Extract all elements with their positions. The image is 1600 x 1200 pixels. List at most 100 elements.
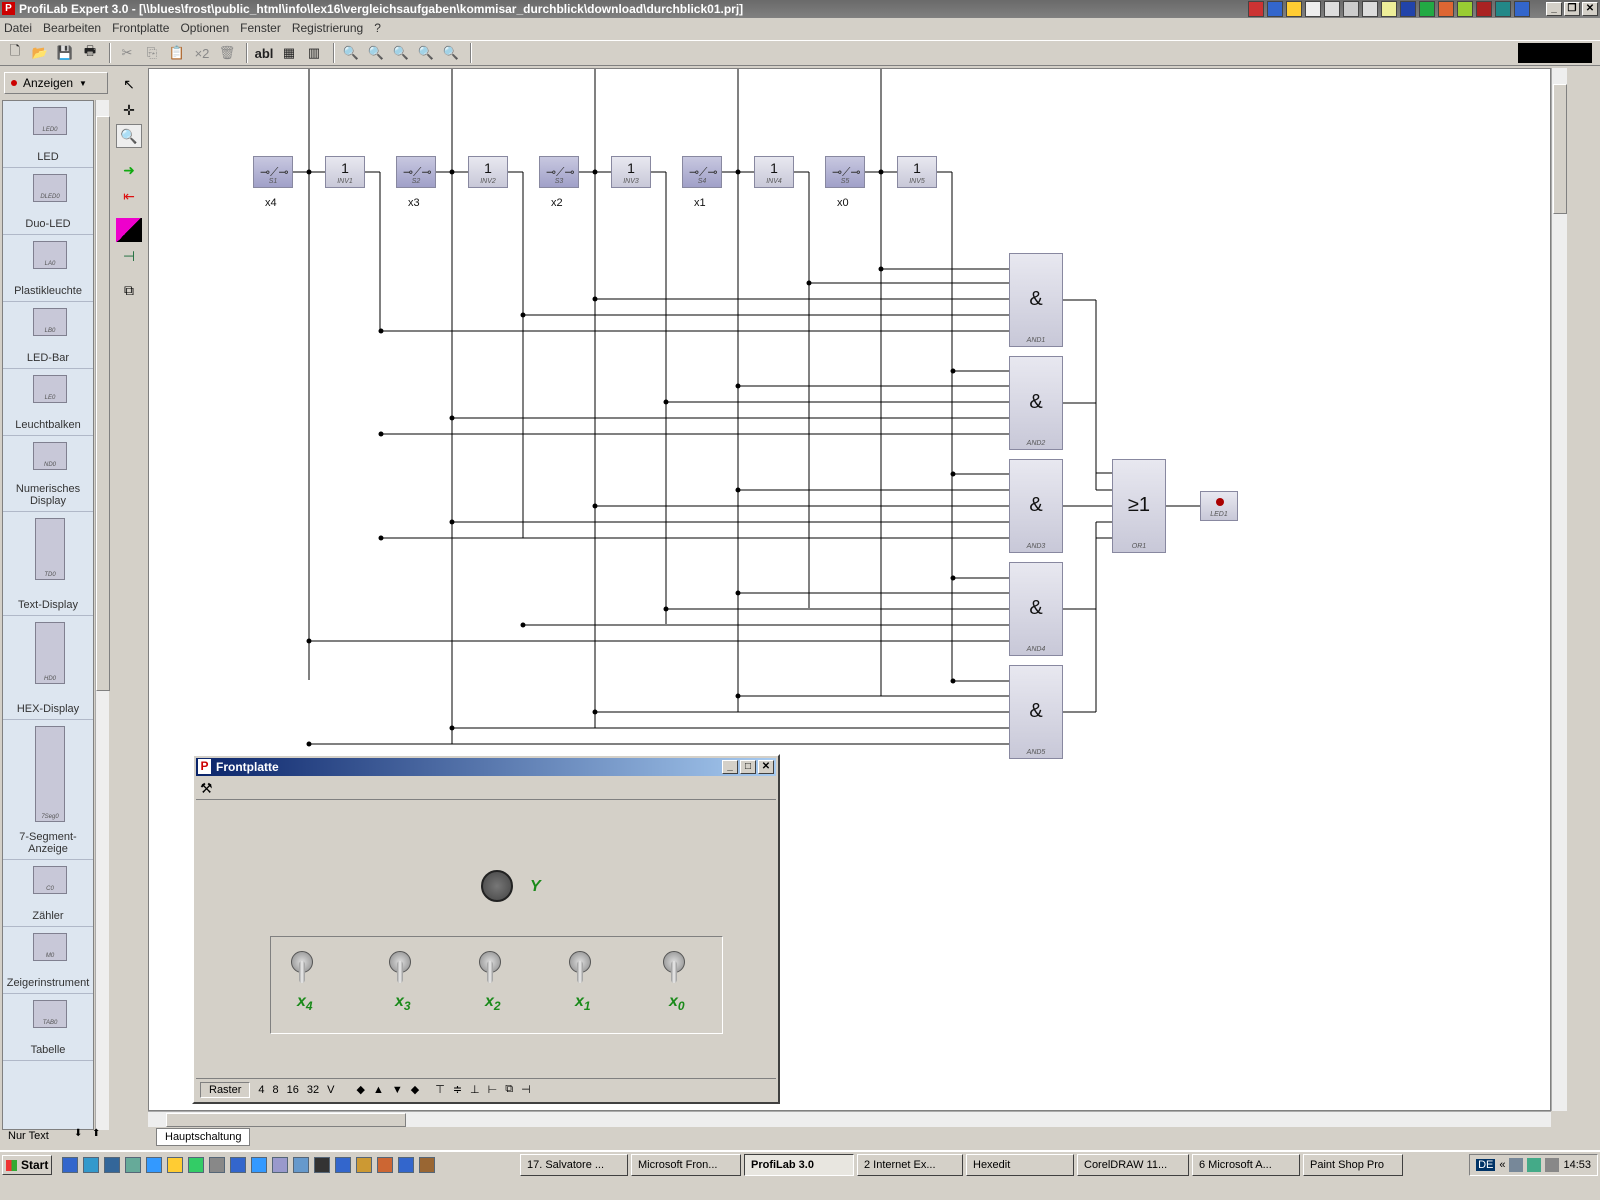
cut-icon[interactable]: ✂	[121, 45, 133, 60]
raster-8[interactable]: 8	[272, 1083, 279, 1096]
shortcut-icon[interactable]	[1362, 1, 1378, 17]
output-led[interactable]: LED1	[1200, 491, 1238, 521]
switch-view-icon[interactable]: ⧉	[124, 281, 134, 298]
category-dropdown[interactable]: Anzeigen ▼	[4, 72, 108, 94]
quick-launch-icon[interactable]	[377, 1157, 393, 1173]
raster-v[interactable]: V	[327, 1083, 335, 1096]
tray-icon[interactable]	[1527, 1158, 1542, 1172]
vertical-scrollbar[interactable]	[1551, 68, 1567, 1111]
text-tool-button[interactable]: abl	[254, 45, 274, 61]
menu-frontplatte[interactable]: Frontplatte	[112, 21, 170, 35]
print-icon[interactable]: 🖶	[83, 43, 97, 58]
stop-icon[interactable]: ⇤	[123, 187, 135, 204]
toggle-switch[interactable]	[569, 951, 591, 987]
minimize-button[interactable]: _	[1546, 2, 1562, 16]
menu-bearbeiten[interactable]: Bearbeiten	[43, 21, 102, 35]
arrow-left-icon[interactable]: ◆	[356, 1084, 365, 1096]
taskbar-button[interactable]: CorelDRAW 11...	[1077, 1154, 1189, 1176]
language-indicator[interactable]: DE	[1476, 1159, 1496, 1171]
quick-launch-icon[interactable]	[146, 1157, 162, 1173]
scroll-thumb[interactable]	[96, 116, 110, 691]
taskbar-button[interactable]: Microsoft Fron...	[631, 1154, 741, 1176]
raster-16[interactable]: 16	[286, 1083, 299, 1096]
save-icon[interactable]: 💾	[56, 45, 74, 60]
align-right-icon[interactable]: ⊣	[521, 1084, 531, 1096]
and-gate-and1[interactable]: &AND1	[1009, 253, 1063, 347]
and-gate-and4[interactable]: &AND4	[1009, 562, 1063, 656]
shortcut-icon[interactable]	[1381, 1, 1397, 17]
shortcut-icon[interactable]	[1324, 1, 1340, 17]
access-icon[interactable]	[1476, 1, 1492, 17]
tab-hauptschaltung[interactable]: Hauptschaltung	[156, 1128, 251, 1146]
quick-launch-icon[interactable]	[83, 1157, 99, 1173]
taskbar-button[interactable]: ProfiLab 3.0	[744, 1154, 854, 1176]
shortcut-icon[interactable]	[1514, 1, 1530, 17]
quick-launch-icon[interactable]	[230, 1157, 246, 1173]
taskbar-button[interactable]: 2 Internet Ex...	[857, 1154, 963, 1176]
zoom-in-icon[interactable]: 🔍	[342, 45, 360, 60]
quick-launch-icon[interactable]	[209, 1157, 225, 1173]
raster-32[interactable]: 32	[306, 1083, 320, 1096]
and-gate-and3[interactable]: &AND3	[1009, 459, 1063, 553]
powerpoint-icon[interactable]	[1438, 1, 1454, 17]
tray-arrow-icon[interactable]: «	[1499, 1159, 1506, 1171]
start-button[interactable]: Start	[2, 1155, 52, 1175]
magnifier-icon[interactable]: 🔍	[116, 124, 142, 148]
zoom-reset-icon[interactable]: 🔍	[442, 45, 460, 60]
quick-launch-icon[interactable]	[251, 1157, 267, 1173]
close-button[interactable]: ✕	[758, 760, 774, 774]
switch-s1[interactable]: S1⊸⟋⊸	[253, 156, 293, 188]
and-gate-and5[interactable]: &AND5	[1009, 665, 1063, 759]
scroll-thumb[interactable]	[1553, 84, 1567, 214]
switch-s4[interactable]: S4⊸⟋⊸	[682, 156, 722, 188]
toggle-switch[interactable]	[291, 951, 313, 987]
shortcut-icon[interactable]	[1286, 1, 1302, 17]
word-icon[interactable]	[1400, 1, 1416, 17]
taskbar-button[interactable]: 6 Microsoft A...	[1192, 1154, 1300, 1176]
align-bottom-icon[interactable]: ⊥	[470, 1084, 480, 1096]
quick-launch-icon[interactable]	[293, 1157, 309, 1173]
color-icon[interactable]	[116, 218, 142, 242]
grid-icon[interactable]: ▦	[282, 45, 296, 60]
new-file-icon[interactable]: 🗋	[9, 43, 21, 58]
connector-icon[interactable]: ⊣	[122, 247, 136, 264]
arrow-up-icon[interactable]: ▲	[372, 1083, 384, 1096]
switch-s2[interactable]: S2⊸⟋⊸	[396, 156, 436, 188]
tools-icon[interactable]: ⚒	[200, 780, 213, 796]
raster-4[interactable]: 4	[258, 1083, 265, 1096]
and-gate-and2[interactable]: &AND2	[1009, 356, 1063, 450]
quick-launch-icon[interactable]	[125, 1157, 141, 1173]
taskbar-button[interactable]: 17. Salvatore ...	[520, 1154, 628, 1176]
quick-launch-icon[interactable]	[104, 1157, 120, 1173]
duplicate-button[interactable]: ×2	[194, 45, 210, 61]
shortcut-icon[interactable]	[1495, 1, 1511, 17]
crosshair-icon[interactable]: ✛	[123, 101, 135, 118]
align-icon[interactable]: ▥	[307, 45, 321, 60]
delete-icon[interactable]: 🗑	[218, 45, 236, 60]
tray-icon[interactable]	[1509, 1158, 1524, 1172]
quick-launch-icon[interactable]	[419, 1157, 435, 1173]
run-arrow-icon[interactable]: ➜	[123, 161, 135, 178]
quick-launch-icon[interactable]	[314, 1157, 330, 1173]
toggle-switch[interactable]	[389, 951, 411, 987]
quick-launch-icon[interactable]	[167, 1157, 183, 1173]
align-top-icon[interactable]: ⊤	[435, 1084, 445, 1096]
quick-launch-icon[interactable]	[272, 1157, 288, 1173]
taskbar-button[interactable]: Hexedit	[966, 1154, 1074, 1176]
restore-button[interactable]: ❐	[1564, 2, 1580, 16]
